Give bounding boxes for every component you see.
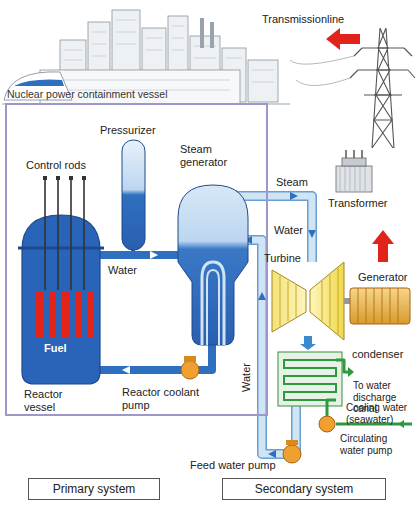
part-label: Feed water pump (190, 459, 276, 472)
system-label: Primary system (53, 482, 136, 496)
part-label: Water (108, 264, 137, 277)
part-label: Circulating water pump (340, 433, 414, 456)
part-label: Control rods (26, 159, 86, 172)
part-label: Reactor coolant pump (122, 386, 212, 411)
frame-heading: Nuclear power containment vessel (7, 88, 168, 100)
part-label: Cooling water (seawater) (346, 402, 416, 425)
part-label: Generator (358, 271, 408, 284)
part-label: Transmissionline (262, 13, 344, 26)
system-box: Secondary system (222, 478, 386, 500)
part-label: Fuel (44, 342, 67, 355)
system-label: Secondary system (255, 482, 354, 496)
part-label: Turbine (264, 252, 301, 265)
part-label: Steam (276, 176, 308, 189)
system-box: Primary system (28, 478, 160, 500)
part-label: condenser (352, 348, 403, 361)
part-label: Reactor vessel (24, 388, 84, 413)
part-label: Pressurizer (100, 124, 156, 137)
part-label: Water (274, 224, 303, 237)
containment-vessel: Nuclear power containment vessel (5, 103, 268, 416)
part-label: Transformer (328, 197, 388, 210)
part-label: Steam generator (180, 143, 250, 168)
part-label: Water (240, 363, 253, 392)
